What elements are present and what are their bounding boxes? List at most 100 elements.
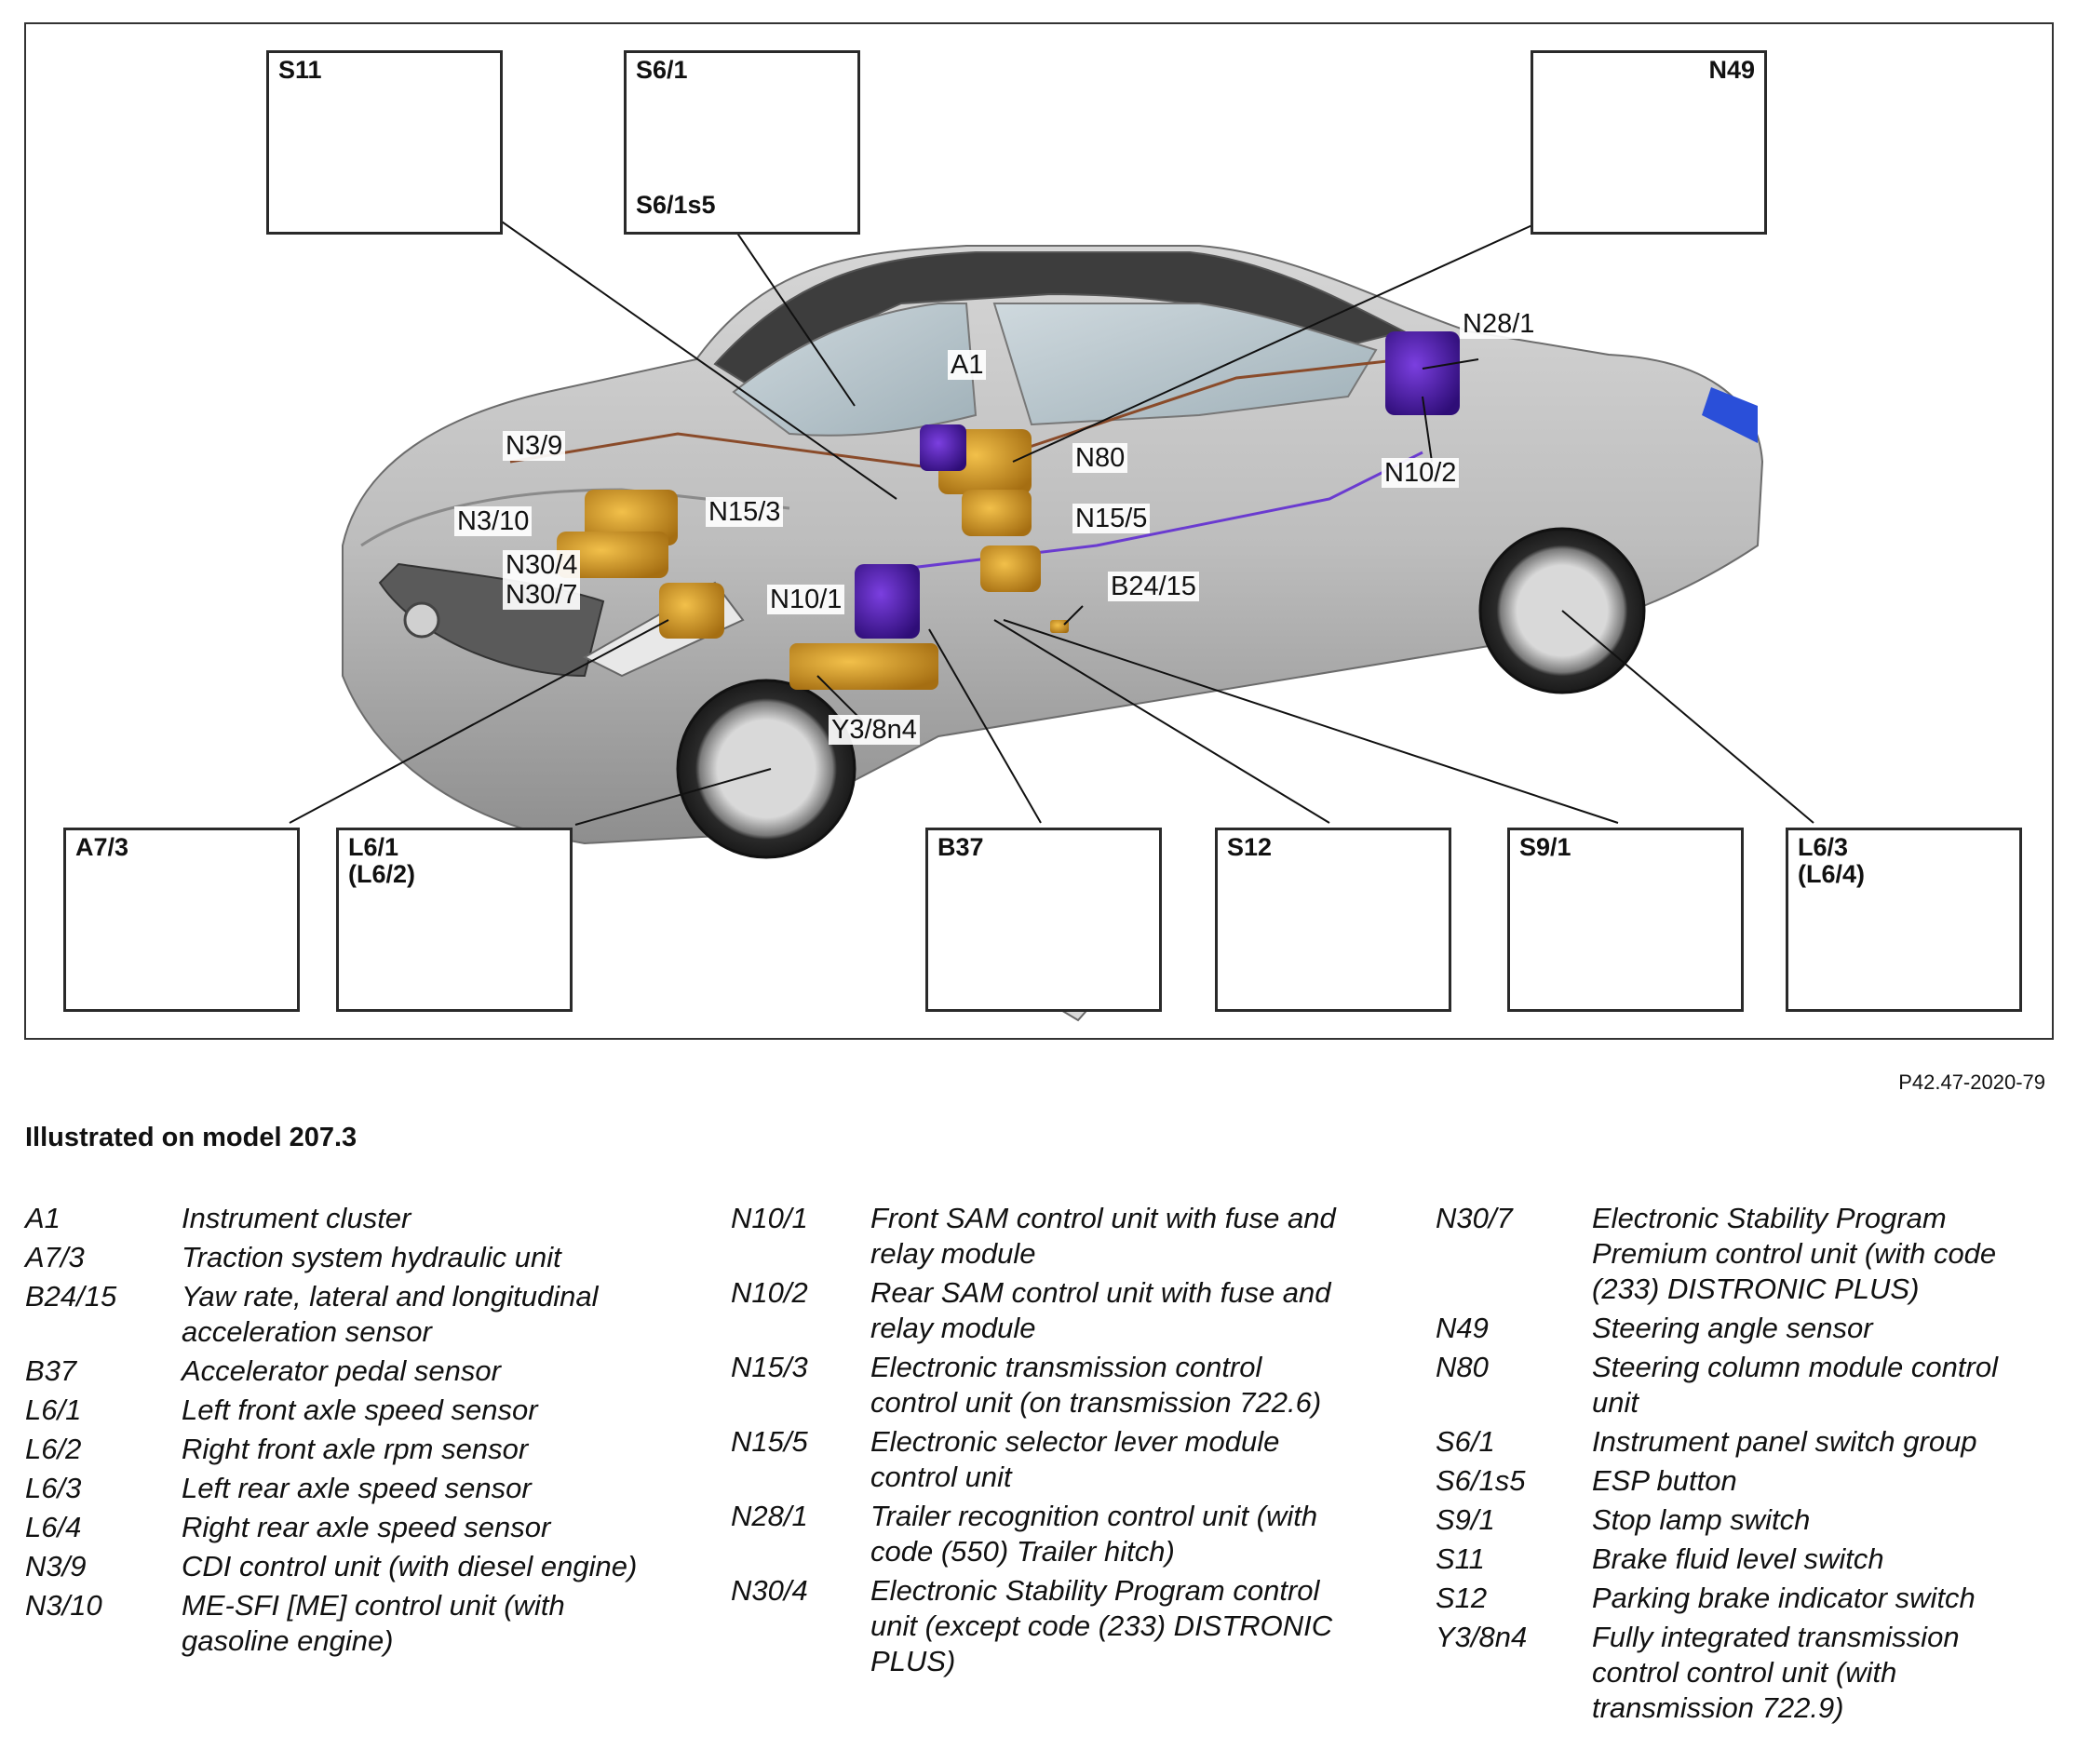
legend-code: S9/1 (1436, 1503, 1495, 1536)
inset-label-s9-1: S9/1 (1519, 833, 1571, 861)
legend-desc: Trailer recognition control unit (with c… (870, 1500, 1318, 1568)
callout-n10-2: N10/2 (1382, 458, 1460, 488)
callout-n15-5: N15/5 (1072, 504, 1151, 533)
legend-code: S12 (1436, 1582, 1488, 1614)
inset-a7-3: A7/3 (63, 828, 300, 1012)
inset-label-l6-3: L6/3 (1798, 833, 1849, 861)
legend-row: S11 Brake fluid level switch (1436, 1542, 2050, 1577)
legend-row: N28/1 Trailer recognition control unit (w… (731, 1499, 1336, 1569)
legend-desc: Electronic selector lever module control… (870, 1425, 1280, 1493)
legend-desc: Yaw rate, lateral and longitudinal accel… (182, 1280, 599, 1348)
legend-desc: Stop lamp switch (1592, 1503, 1811, 1536)
diagram-figure: S11 S6/1 S6/1s5 N49 A7/3 L6/1 (L6/2) B37… (24, 22, 2054, 1040)
legend-desc: Right front axle rpm sensor (182, 1433, 529, 1465)
inset-label-l6-2: (L6/2) (348, 860, 416, 888)
legend-desc: Instrument panel switch group (1592, 1425, 1977, 1458)
legend-desc: CDI control unit (with diesel engine) (182, 1550, 638, 1582)
legend-code: N3/10 (25, 1589, 102, 1622)
inset-label-b37: B37 (937, 833, 984, 861)
inset-s12: S12 (1215, 828, 1451, 1012)
inset-b37: B37 (925, 828, 1162, 1012)
component-cluster-blue (920, 424, 966, 471)
legend-row: L6/3 Left rear axle speed sensor (25, 1471, 640, 1506)
inset-label-s6-1: S6/1 (636, 56, 688, 84)
legend-code: L6/2 (25, 1433, 82, 1465)
legend-row: N80 Steering column module control unit (1436, 1350, 2050, 1421)
callout-n28-1: N28/1 (1460, 309, 1538, 339)
legend-code: N15/3 (731, 1351, 808, 1383)
callout-n80: N80 (1072, 443, 1128, 473)
callout-n15-3: N15/3 (706, 497, 784, 527)
legend-code: S11 (1436, 1542, 1485, 1575)
legend-column-2: N10/1 Front SAM control unit with fuse an… (731, 1201, 1336, 1683)
legend-code: N28/1 (731, 1500, 808, 1532)
component-n10-2 (1385, 331, 1460, 415)
legend-desc: Traction system hydraulic unit (182, 1241, 561, 1273)
callout-n30-7: N30/7 (503, 580, 581, 610)
legend-code: A1 (25, 1202, 61, 1234)
legend-row: A7/3 Traction system hydraulic unit (25, 1240, 640, 1275)
legend-desc: Parking brake indicator switch (1592, 1582, 1976, 1614)
legend-code: N30/7 (1436, 1202, 1513, 1234)
model-title: Illustrated on model 207.3 (25, 1123, 357, 1152)
figure-reference: P42.47-2020-79 (1898, 1071, 2045, 1094)
legend-row: N10/2 Rear SAM control unit with fuse and… (731, 1275, 1336, 1346)
inset-label-n49: N49 (1708, 56, 1755, 84)
component-n30 (659, 583, 724, 639)
legend-row: N15/5 Electronic selector lever module co… (731, 1424, 1336, 1495)
component-y3-8n4 (789, 643, 938, 690)
legend-row: S9/1 Stop lamp switch (1436, 1502, 2050, 1538)
legend-code: N80 (1436, 1351, 1489, 1383)
inset-l6-1: L6/1 (L6/2) (336, 828, 573, 1012)
legend-desc: Front SAM control unit with fuse and rel… (870, 1202, 1336, 1270)
legend-code: N10/1 (731, 1202, 808, 1234)
legend-code: S6/1s5 (1436, 1464, 1526, 1497)
inset-label-s12: S12 (1227, 833, 1273, 861)
legend-code: A7/3 (25, 1241, 85, 1273)
legend-row: L6/2 Right front axle rpm sensor (25, 1432, 640, 1467)
legend-code: N15/5 (731, 1425, 808, 1458)
legend-desc: Left rear axle speed sensor (182, 1472, 532, 1504)
legend-desc: Steering column module control unit (1592, 1351, 1998, 1419)
legend-code: S6/1 (1436, 1425, 1495, 1458)
legend-desc: Electronic Stability Program Premium con… (1592, 1202, 1997, 1305)
legend-column-3: N30/7 Electronic Stability Program Premiu… (1436, 1201, 2050, 1730)
legend-desc: Brake fluid level switch (1592, 1542, 1884, 1575)
legend-code: L6/4 (25, 1511, 82, 1543)
callout-a1: A1 (948, 350, 987, 380)
tail-light (1702, 387, 1758, 443)
legend-code: L6/3 (25, 1472, 82, 1504)
legend-row: L6/4 Right rear axle speed sensor (25, 1510, 640, 1545)
legend-desc: Instrument cluster (182, 1202, 411, 1234)
legend-code: B24/15 (25, 1280, 117, 1313)
legend-row: S12 Parking brake indicator switch (1436, 1581, 2050, 1616)
legend-row: N10/1 Front SAM control unit with fuse an… (731, 1201, 1336, 1272)
inset-label-s6-1s5: S6/1s5 (636, 191, 716, 219)
component-b24-15 (1050, 620, 1069, 633)
inset-s6-1: S6/1 S6/1s5 (624, 50, 860, 235)
leader-lines (289, 219, 1814, 826)
legend-row: B24/15 Yaw rate, lateral and longitudinal… (25, 1279, 640, 1350)
legend-desc: Rear SAM control unit with fuse and rela… (870, 1276, 1331, 1344)
inset-label-a7-3: A7/3 (75, 833, 129, 861)
component-n80 (962, 490, 1032, 536)
inset-n49: N49 (1531, 50, 1767, 235)
legend-row: A1 Instrument cluster (25, 1201, 640, 1236)
legend-desc: Right rear axle speed sensor (182, 1511, 551, 1543)
legend-desc: Steering angle sensor (1592, 1312, 1873, 1344)
callout-n3-9: N3/9 (503, 431, 566, 461)
windshield (732, 303, 978, 437)
legend-code: N10/2 (731, 1276, 808, 1309)
legend-column-1: A1 Instrument cluster A7/3 Traction system… (25, 1201, 640, 1663)
legend-code: N30/4 (731, 1574, 808, 1607)
inset-label-s11: S11 (278, 56, 322, 84)
